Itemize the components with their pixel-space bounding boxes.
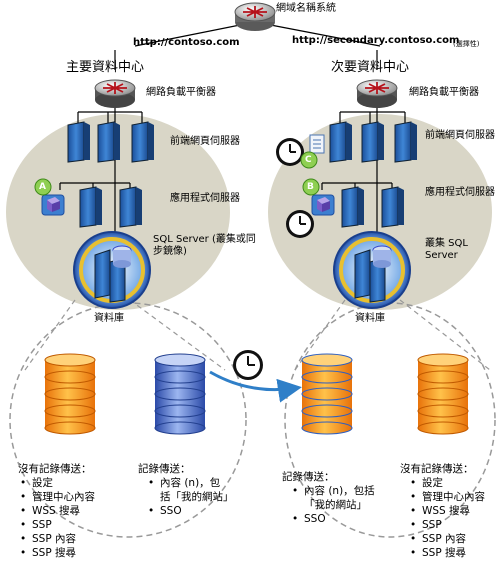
server-icon	[79, 186, 102, 228]
server-icon	[131, 121, 154, 163]
primary-app-server-icons	[41, 186, 142, 228]
secondary-dc-title: 次要資料中心	[331, 60, 410, 75]
primary-load-balancer-label: 網路負載平衡器	[146, 87, 216, 98]
server-icon	[97, 121, 120, 163]
list-item: 設定	[20, 476, 95, 490]
secondary-badge-c-label: C	[305, 155, 312, 165]
secondary-sql-server-icon	[333, 231, 411, 309]
server-icon	[67, 121, 90, 163]
dns-label: 網域名稱系統	[276, 3, 336, 14]
list-item: 管理中心內容	[410, 490, 485, 504]
primary-load-balancer-icon	[94, 79, 136, 108]
secondary-sql-label: 叢集 SQL Server	[425, 238, 468, 261]
server-icon	[361, 121, 384, 163]
server-icon	[119, 186, 142, 228]
log-shipped-database-icon	[301, 353, 353, 435]
note-no-log-shipping-left: 沒有記錄傳送： 設定 管理中心內容 WSS 搜尋 SSP SSP 內容 SSP …	[18, 462, 95, 560]
clock-icon	[276, 138, 304, 166]
primary-url: http://contoso.com	[133, 37, 240, 48]
note-title: 記錄傳送：	[282, 471, 335, 483]
primary-web-servers-label: 前端網頁伺服器	[170, 136, 240, 147]
orange-database-icon	[44, 353, 96, 435]
secondary-app-server-icons	[311, 186, 404, 228]
list-item: 內容 (n)，包括「我的網站」	[148, 476, 234, 504]
secondary-badge-c-icon	[300, 151, 318, 169]
secondary-web-server-icons	[309, 121, 417, 163]
list-item: WSS 搜尋	[410, 504, 485, 518]
orange-database-icon	[417, 353, 469, 435]
secondary-load-balancer-icon	[356, 79, 398, 108]
primary-sql-label: SQL Server (叢集或同步鏡像)	[153, 234, 256, 257]
list-item: SSP 搜尋	[410, 546, 485, 560]
note-log-shipping-right: 記錄傳送： 內容 (n)，包括「我的網站」 SSO	[282, 470, 377, 526]
primary-app-servers-label: 應用程式伺服器	[170, 193, 240, 204]
secondary-badge-b-label: B	[307, 182, 314, 192]
primary-sql-server-icon	[73, 231, 151, 309]
server-icon	[381, 186, 404, 228]
log-shipping-arrow	[209, 370, 302, 403]
list-item: SSP 內容	[20, 532, 95, 546]
dns-connections	[114, 21, 381, 70]
secondary-web-servers-label: 前端網頁伺服器	[425, 130, 495, 141]
list-item: SSP 搜尋	[20, 546, 95, 560]
clock-icon	[233, 350, 263, 380]
list-item: 設定	[410, 476, 485, 490]
note-log-shipping-left: 記錄傳送： 內容 (n)，包括「我的網站」 SSO	[138, 462, 234, 518]
clock-icon	[286, 210, 314, 238]
secondary-load-balancer-label: 網路負載平衡器	[409, 87, 479, 98]
note-title: 沒有記錄傳送：	[18, 463, 92, 475]
primary-database-label: 資料庫	[94, 313, 124, 324]
server-icon	[341, 186, 364, 228]
blue-database-icon	[154, 353, 206, 435]
list-item: SSO	[148, 504, 228, 518]
note-no-log-shipping-right: 沒有記錄傳送： 設定 管理中心內容 WSS 搜尋 SSP SSP 內容 SSP …	[400, 462, 485, 560]
secondary-url-note: (選擇性)	[453, 40, 480, 48]
secondary-url: http://secondary.contoso.com	[292, 35, 460, 46]
secondary-app-servers-label: 應用程式伺服器	[425, 187, 495, 198]
list-item: SSO	[292, 512, 377, 526]
list-item: 內容 (n)，包括「我的網站」	[292, 484, 380, 512]
secondary-cluster-bg	[268, 114, 492, 310]
note-title: 記錄傳送：	[138, 463, 191, 475]
primary-web-server-icons	[67, 121, 154, 163]
server-icon	[329, 121, 352, 163]
server-icon	[394, 121, 417, 163]
primary-badge-a-icon	[34, 178, 52, 196]
note-title: 沒有記錄傳送：	[400, 463, 474, 475]
list-item: WSS 搜尋	[20, 504, 95, 518]
list-item: SSP	[20, 518, 95, 532]
dns-router-icon	[234, 2, 276, 31]
list-item: SSP 內容	[410, 532, 485, 546]
secondary-badge-b-icon	[302, 178, 320, 196]
primary-dc-title: 主要資料中心	[66, 60, 145, 75]
primary-cluster-bg	[6, 114, 230, 310]
list-item: SSP	[410, 518, 485, 532]
secondary-database-label: 資料庫	[355, 313, 385, 324]
list-item: 管理中心內容	[20, 490, 95, 504]
primary-badge-a-label: A	[39, 182, 46, 192]
